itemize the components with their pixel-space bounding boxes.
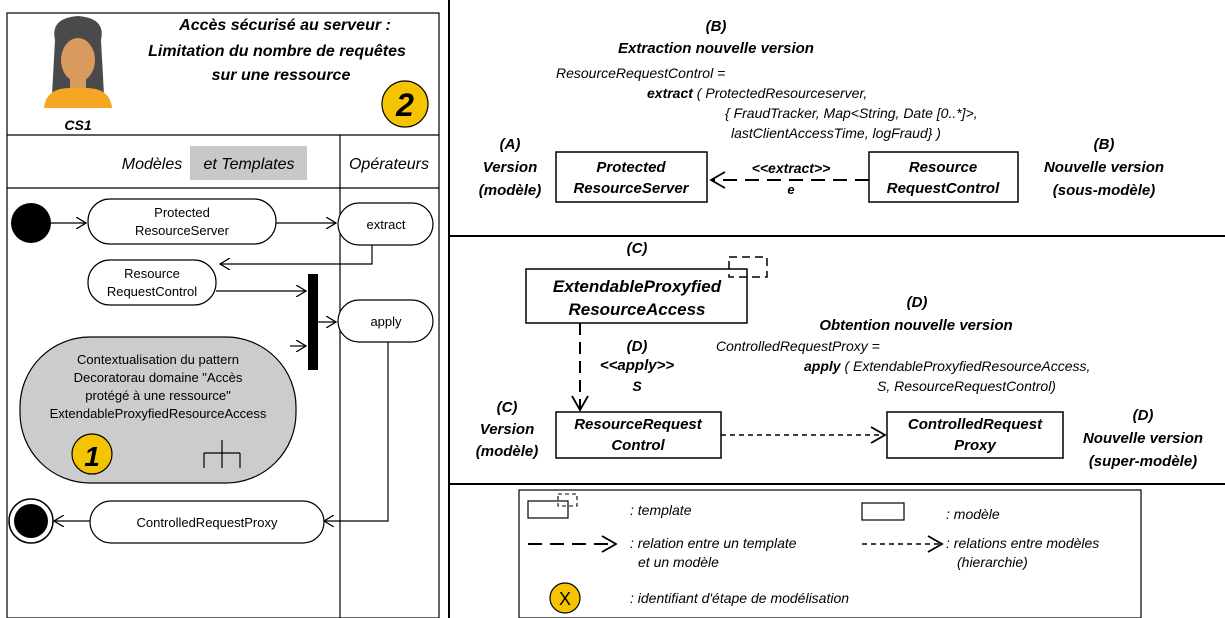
formula-b-line-1: extract ( ProtectedResourceserver, bbox=[647, 85, 867, 101]
node-protected-server bbox=[87, 198, 277, 245]
context-line-4: ExtendableProxyfiedResourceAccess bbox=[50, 406, 267, 421]
col-models-label: Modèles bbox=[122, 156, 182, 173]
section-d-title: Obtention nouvelle version bbox=[819, 317, 1012, 334]
box-prs-line-1: Protected bbox=[596, 159, 666, 176]
formula-b-line-3: lastClientAccessTime, logFraud} ) bbox=[731, 125, 941, 141]
legend-step-id-label: : identifiant d'étape de modélisation bbox=[630, 590, 849, 606]
composition-icon bbox=[203, 440, 241, 468]
col-templates-label: et Templates bbox=[203, 156, 294, 173]
formula-b-lhs: ResourceRequestControl = bbox=[556, 65, 725, 81]
formula-d-lhs: ControlledRequestProxy = bbox=[716, 338, 880, 354]
tag-d-header: (D) bbox=[1133, 407, 1154, 424]
left-title-line-2: Limitation du nombre de requêtes bbox=[148, 43, 406, 60]
formula-b-line-2: { FraudTracker, Map<String, Date [0..*]>… bbox=[725, 105, 978, 121]
box-protected-resource-server bbox=[555, 151, 708, 203]
flow-arrow bbox=[324, 342, 389, 521]
section-b-title: Extraction nouvelle version bbox=[618, 40, 814, 57]
template-parameter-box bbox=[728, 256, 768, 278]
formula-d-line-2: S, ResourceRequestControl) bbox=[877, 378, 1056, 394]
apply-tag-label: <<apply>> bbox=[600, 357, 674, 374]
legend-model-icon bbox=[861, 502, 905, 521]
apply-tag-sub: S bbox=[632, 378, 642, 394]
tag-a-model: (modèle) bbox=[479, 182, 542, 199]
box-resource-request-control-c bbox=[555, 411, 722, 459]
tag-b-new-version: Nouvelle version bbox=[1044, 159, 1164, 176]
node-controlled-request-proxy bbox=[89, 500, 325, 544]
tag-b-header: (B) bbox=[1094, 136, 1115, 153]
box-prs-line-2: ResourceServer bbox=[573, 180, 689, 197]
tag-d-supermodel: (super-modèle) bbox=[1089, 453, 1197, 470]
legend-template-icon bbox=[527, 500, 569, 519]
svg-text:1: 1 bbox=[84, 441, 100, 472]
user-avatar-icon bbox=[44, 16, 112, 108]
legend-step-id-symbol: X bbox=[559, 589, 571, 609]
node-rrc-line-2: RequestControl bbox=[107, 284, 197, 299]
extract-relation-sub: e bbox=[787, 182, 794, 197]
left-panel: CS1 Accès sécurisé au serveur : Limitati… bbox=[6, 12, 440, 618]
templates-highlight bbox=[190, 146, 307, 180]
tag-b-submodel: (sous-modèle) bbox=[1053, 182, 1156, 199]
tag-c-version: Version bbox=[480, 421, 534, 438]
apply-tag-header: (D) bbox=[627, 338, 648, 355]
tag-c-model: (modèle) bbox=[476, 443, 539, 460]
context-line-3: protégé à une ressource" bbox=[85, 388, 231, 403]
tag-a-header: (A) bbox=[500, 136, 521, 153]
box-crp-line-2: Proxy bbox=[954, 437, 996, 454]
fork-bar bbox=[308, 274, 318, 370]
box-crp-line-1: ControlledRequest bbox=[908, 416, 1043, 433]
box-rrc-c-line-2: Control bbox=[611, 437, 665, 454]
legend-template-relation-line-2: et un modèle bbox=[638, 554, 719, 570]
legend-model-relation-line-1: : relations entre modèles bbox=[946, 535, 1099, 551]
box-template-line-2: ResourceAccess bbox=[568, 300, 705, 319]
flow-arrow bbox=[220, 245, 373, 264]
node-resource-request-control bbox=[87, 259, 217, 306]
section-c-header: (C) bbox=[627, 240, 648, 257]
legend: : template : modèle : relation entre un … bbox=[518, 489, 1142, 618]
box-rrc-c-line-1: ResourceRequest bbox=[574, 416, 703, 433]
box-template-line-1: ExtendableProxyfied bbox=[553, 277, 722, 296]
context-line-1: Contextualisation du pattern bbox=[77, 352, 239, 367]
node-extract-op bbox=[337, 202, 434, 246]
box-rrc-line-2: RequestControl bbox=[887, 180, 1000, 197]
legend-model-label: : modèle bbox=[946, 506, 1000, 522]
node-protected-server-line-1: Protected bbox=[154, 205, 210, 220]
actor-label: CS1 bbox=[64, 117, 91, 133]
step-badge-1: 1 bbox=[71, 433, 113, 475]
legend-step-id-icon bbox=[549, 582, 581, 614]
node-extract-op-label: extract bbox=[366, 217, 405, 232]
section-application: (C) ExtendableProxyfied ResourceAccess (… bbox=[476, 240, 1203, 470]
section-b-header: (B) bbox=[706, 18, 727, 35]
legend-box bbox=[518, 489, 1142, 618]
node-crp-label: ControlledRequestProxy bbox=[137, 515, 278, 530]
box-controlled-request-proxy bbox=[886, 411, 1064, 459]
node-apply-op-label: apply bbox=[370, 314, 402, 329]
tag-d-new-version: Nouvelle version bbox=[1083, 430, 1203, 447]
formula-d-line-1: apply ( ExtendableProxyfiedResourceAcces… bbox=[804, 358, 1090, 374]
tag-a-version: Version bbox=[483, 159, 537, 176]
box-rrc-line-1: Resource bbox=[909, 159, 977, 176]
flow-start-node bbox=[11, 203, 51, 243]
col-operators-label: Opérateurs bbox=[349, 156, 429, 173]
left-title-line-1: Accès sécurisé au serveur : bbox=[178, 17, 391, 34]
node-rrc-line-1: Resource bbox=[124, 266, 180, 281]
context-line-2: Decoratorau domaine "Accès bbox=[74, 370, 243, 385]
legend-model-relation-line-2: (hierarchie) bbox=[957, 554, 1028, 570]
node-protected-server-line-2: ResourceServer bbox=[135, 223, 230, 238]
extract-relation-label: <<extract>> bbox=[752, 160, 831, 176]
legend-template-relation-line-1: : relation entre un template bbox=[630, 535, 797, 551]
section-d-header: (D) bbox=[907, 294, 928, 311]
tag-c-header: (C) bbox=[497, 399, 518, 416]
box-resource-request-control bbox=[868, 151, 1019, 203]
left-title-line-3: sur une ressource bbox=[212, 67, 351, 84]
step-badge-2: 2 bbox=[381, 80, 429, 128]
node-apply-op bbox=[337, 299, 434, 343]
legend-template-label: : template bbox=[630, 502, 692, 518]
svg-text:2: 2 bbox=[395, 87, 414, 123]
box-template-extendable-proxy bbox=[525, 268, 748, 324]
section-extraction: (B) Extraction nouvelle version Resource… bbox=[479, 18, 1164, 203]
